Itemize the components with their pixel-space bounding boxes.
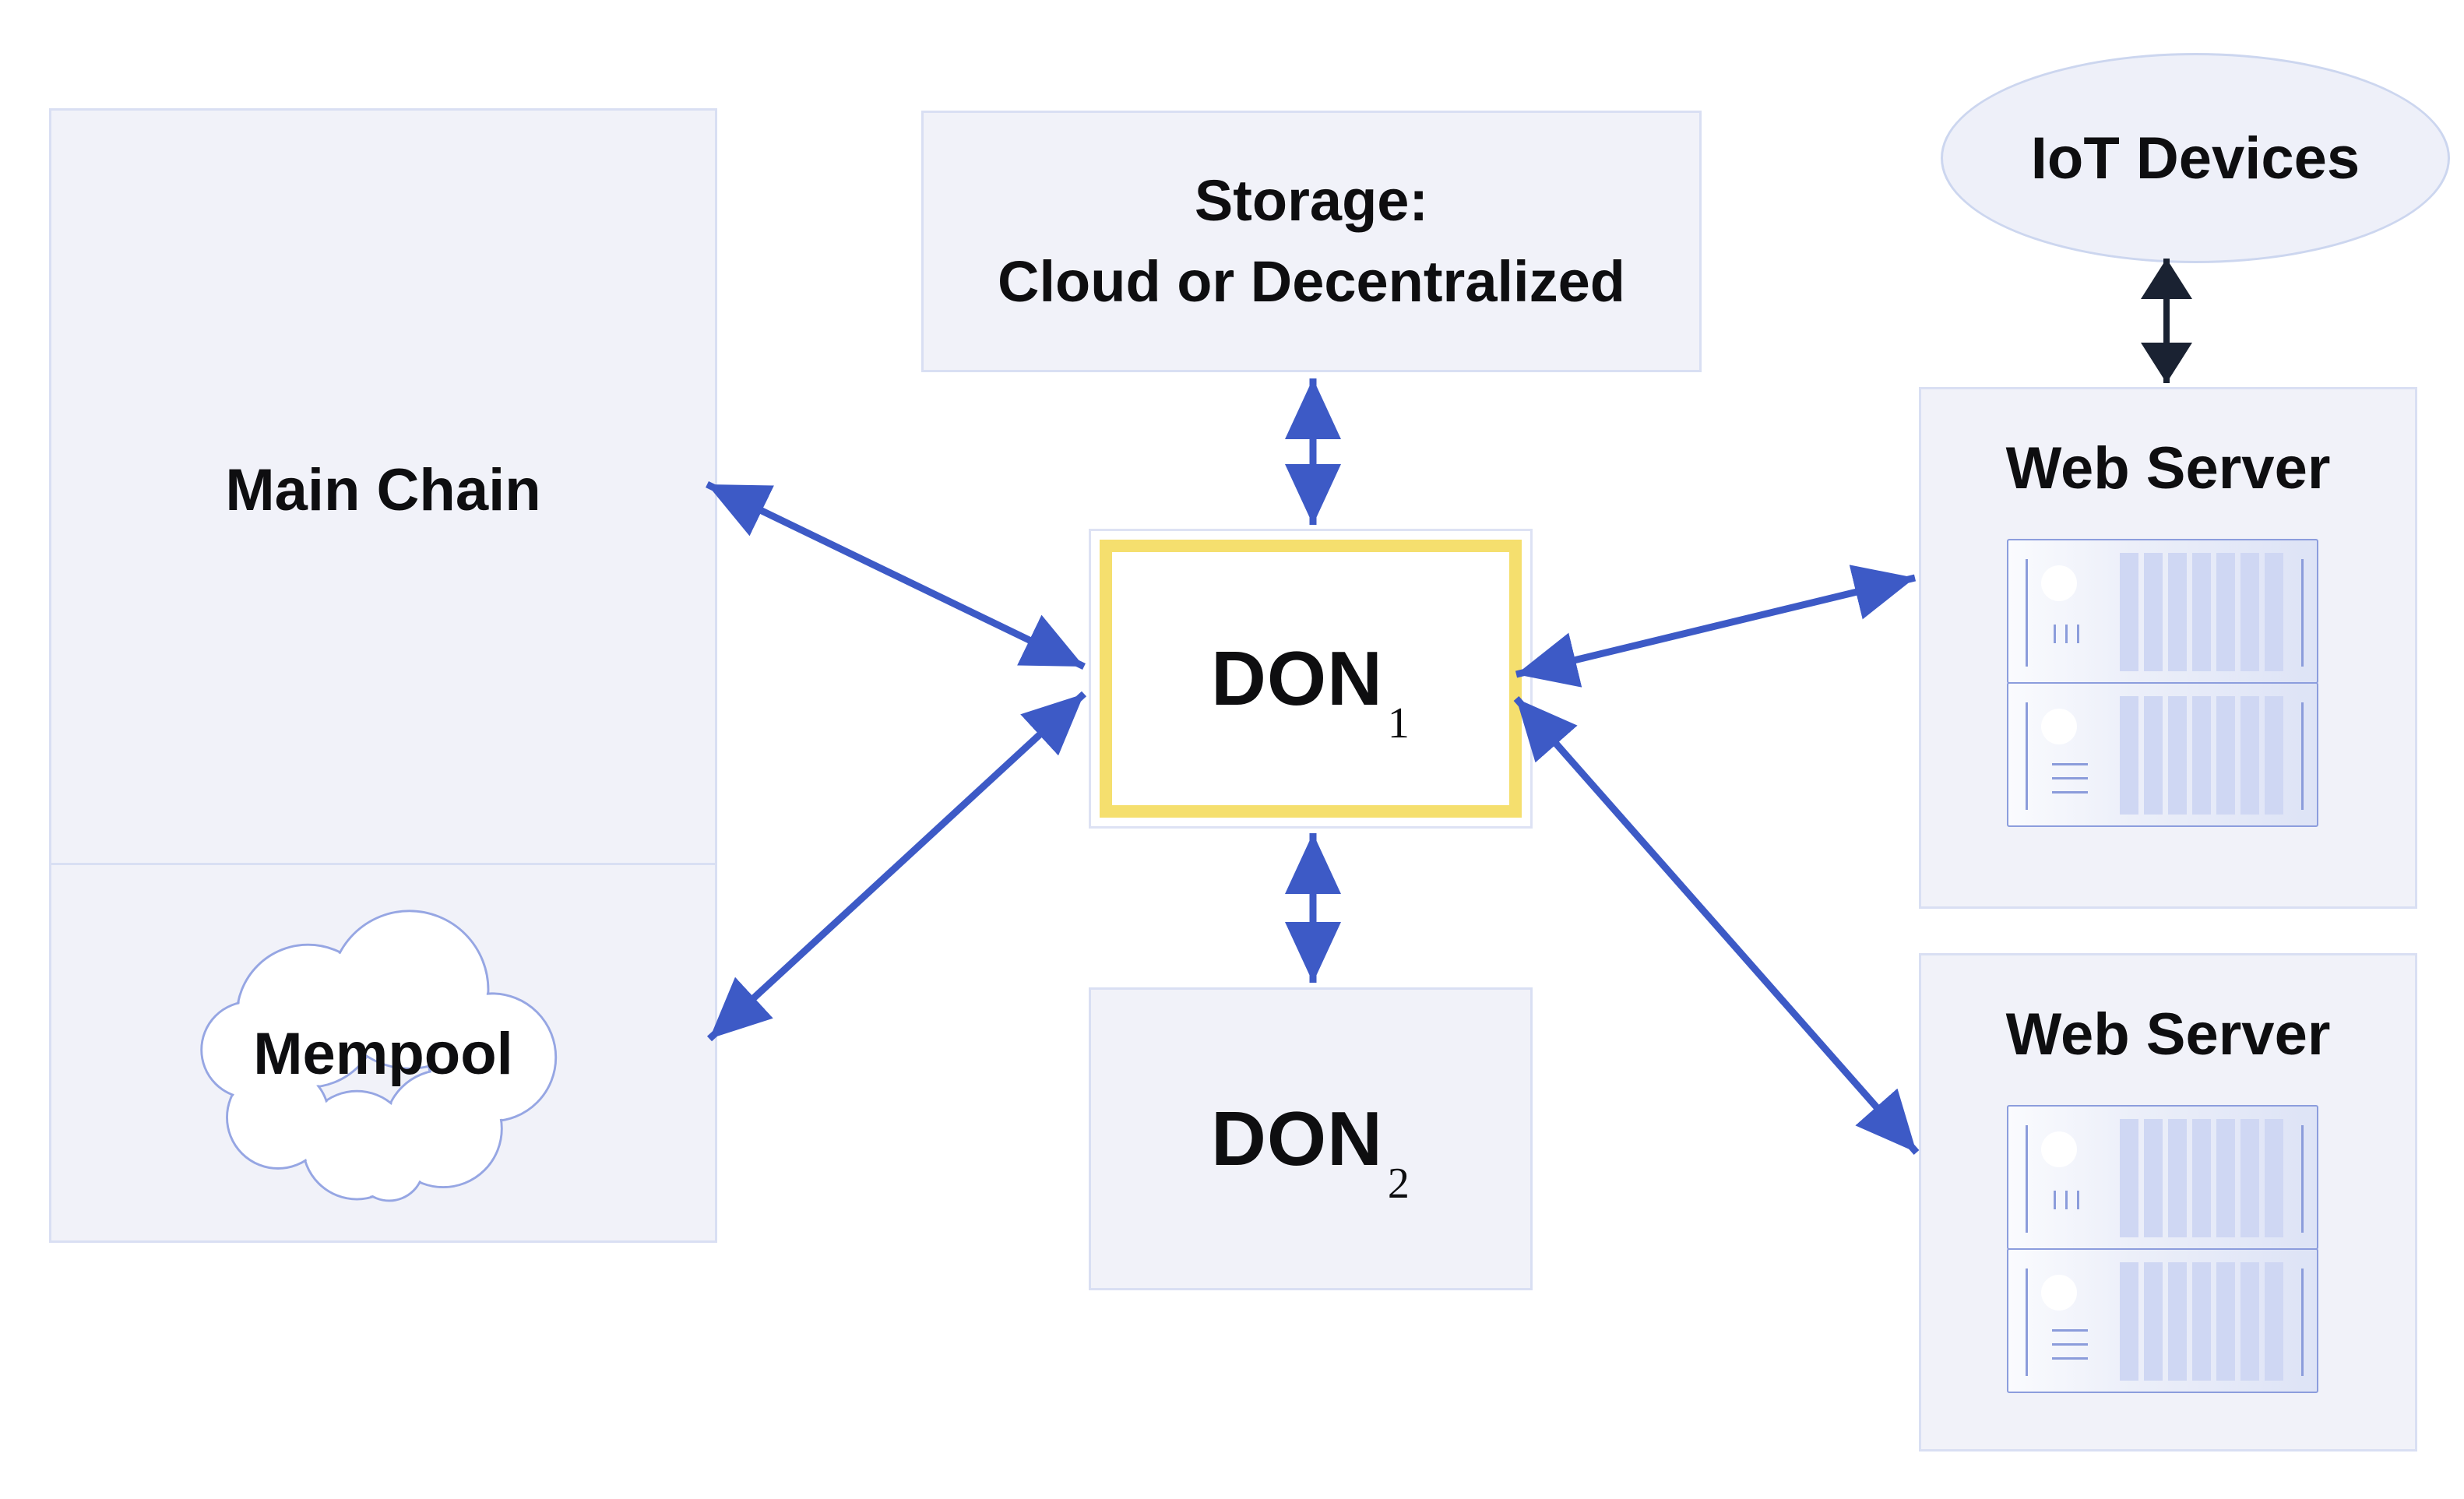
server-panel-line: [2301, 702, 2304, 810]
server-unit: [2007, 1105, 2318, 1250]
don2-subscript: 2: [1387, 1159, 1410, 1208]
power-led-icon: [2041, 1131, 2077, 1167]
mempool-node: Mempool: [195, 901, 571, 1206]
mempool-label: Mempool: [253, 1020, 513, 1087]
server-slats-icon: [2120, 1119, 2283, 1237]
cloud-icon: [200, 910, 558, 1202]
don2-node: DON2: [1089, 987, 1533, 1290]
power-led-icon: [2041, 1275, 2077, 1311]
don1-subscript: 1: [1387, 699, 1410, 748]
web-server-bottom-label: Web Server: [2005, 1001, 2331, 1068]
web-server-bottom-node: Web Server: [1919, 953, 2417, 1451]
vent-lines-icon: [2052, 763, 2088, 793]
server-panel-line: [2026, 1269, 2028, 1376]
server-panel-line: [2301, 559, 2304, 667]
server-unit: [2007, 682, 2318, 827]
server-slats-icon: [2120, 696, 2283, 815]
storage-label-line1: Storage:: [1194, 168, 1429, 233]
don1-highlight-frame: DON1: [1100, 540, 1522, 818]
server-panel-line: [2026, 702, 2028, 810]
edge-mempool-don1: [706, 691, 1087, 1042]
server-slats-icon: [2120, 553, 2283, 671]
web-server-top-label: Web Server: [2005, 435, 2331, 501]
iot-devices-label: IoT Devices: [2030, 125, 2360, 192]
server-rack-icon: [2007, 539, 2318, 827]
server-rack-icon: [2007, 1105, 2318, 1393]
vent-ticks-icon: [2054, 1191, 2079, 1209]
power-led-icon: [2041, 709, 2077, 744]
don1-node: DON1: [1089, 529, 1533, 829]
server-panel-line: [2301, 1125, 2304, 1233]
don1-label: DON1: [1211, 635, 1410, 748]
server-unit: [2007, 539, 2318, 684]
edge-don1-web-server-bottom: [1513, 696, 1920, 1155]
vent-ticks-icon: [2054, 625, 2079, 643]
server-unit: [2007, 1248, 2318, 1393]
storage-node: Storage: Cloud or Decentralized: [921, 111, 1702, 372]
server-panel-line: [2026, 559, 2028, 667]
vent-lines-icon: [2052, 1329, 2088, 1360]
web-server-top-node: Web Server: [1919, 387, 2417, 909]
main-chain-divider: [51, 863, 715, 865]
iot-devices-node: IoT Devices: [1941, 53, 2450, 263]
main-chain-label: Main Chain: [225, 457, 541, 523]
server-panel-line: [2026, 1125, 2028, 1233]
edge-main-chain-don1: [706, 480, 1086, 670]
main-chain-node: Main Chain: [49, 108, 717, 1243]
power-led-icon: [2041, 565, 2077, 601]
server-slats-icon: [2120, 1262, 2283, 1381]
server-panel-line: [2301, 1269, 2304, 1376]
storage-label-line2: Cloud or Decentralized: [998, 249, 1625, 314]
don2-label: DON2: [1211, 1096, 1410, 1208]
edge-don1-web-server-top: [1515, 565, 1917, 688]
